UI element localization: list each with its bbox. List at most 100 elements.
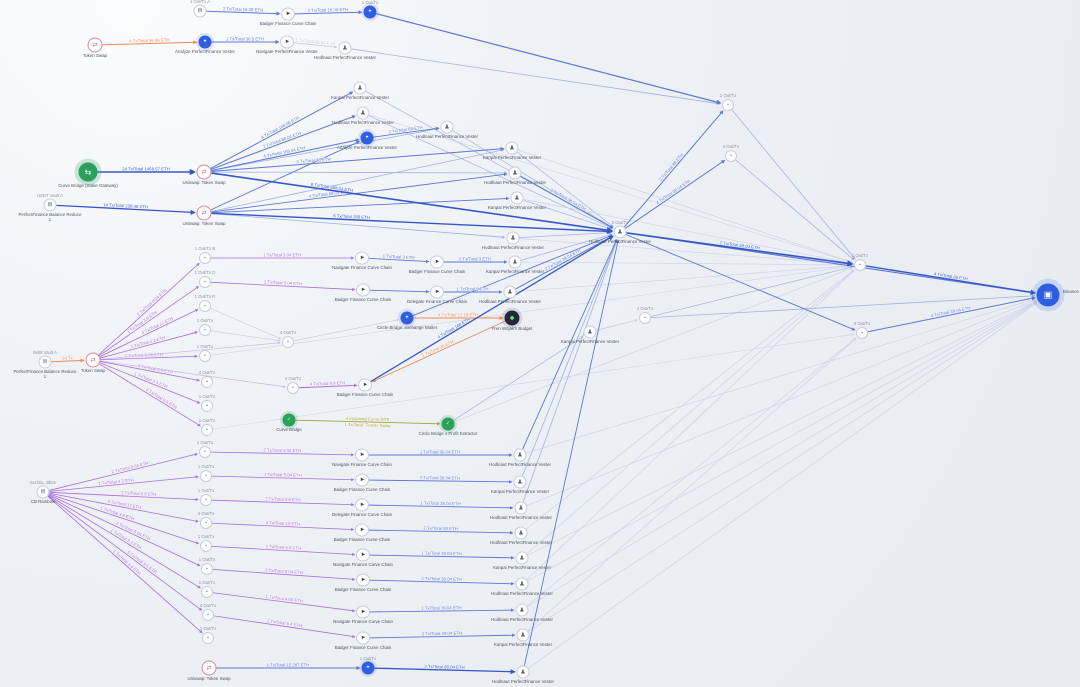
plain-node-icon: ▪ — [199, 324, 211, 336]
node-top-label: 4 Out/Tx — [198, 370, 216, 375]
node-top-label: 1 Out/Tx D — [194, 270, 216, 275]
node-label: Hodlnaut PerfectFinance Vester — [479, 299, 541, 304]
node-top-label: 1 Out/Tx — [361, 0, 379, 5]
node-label: Uniswap: Token Swap — [187, 676, 231, 681]
node-top-label: 1 Out/Tx — [359, 656, 377, 661]
svg-text:4 Tx/Total 36.66 ETH: 4 Tx/Total 36.66 ETH — [129, 37, 169, 43]
svg-text:1 Tx/Total 36.04 ETH: 1 Tx/Total 36.04 ETH — [421, 605, 461, 611]
person-node-icon: ♟ — [613, 225, 627, 239]
node-label: Kanpai PerfectFinance Vester — [482, 155, 542, 160]
person-node-icon: ♟ — [513, 475, 527, 489]
node-label: Hodlnaut PerfectFinance Vester — [482, 245, 544, 250]
plain-node-icon: ▪ — [199, 300, 211, 312]
plain-node-icon: ▪ — [725, 150, 737, 162]
node-label: Hodlnaut PerfectFinance Vester — [314, 55, 376, 60]
plain-node-icon: ▪ — [201, 563, 213, 575]
node-top-label: 2 Out/Tx — [611, 220, 629, 225]
node-label: Uniswap: Token Swap — [182, 180, 226, 185]
plain-node-icon: ▪ — [199, 350, 211, 362]
svg-text:2 Tx/Total 38.04 ETH: 2 Tx/Total 38.04 ETH — [719, 240, 760, 250]
svg-text:4 Tx/Total 88.04 ETH: 4 Tx/Total 88.04 ETH — [309, 189, 350, 199]
play-node-icon: ▶ — [355, 523, 369, 537]
node-label: Hodlnaut PerfectFinance Vester — [332, 120, 394, 125]
node-top-label: 0x1f3a...8b2e — [29, 480, 57, 485]
swap-node-icon: ⇄ — [85, 352, 101, 368]
node-top-label: 4 Out/Tx — [199, 603, 217, 608]
svg-text:1 Tx/Total 36.5 ETH: 1 Tx/Total 36.5 ETH — [226, 36, 264, 41]
node-label: Badger Finance Curve Chain — [408, 269, 466, 274]
node-top-label: 1 Out/Tx — [196, 344, 214, 349]
play-node-icon: ▶ — [355, 498, 369, 512]
node-label: Kanpai PerfectFinance Vester — [485, 269, 545, 274]
person-node-icon: ♟ — [513, 448, 527, 462]
node-label: Hodlnaut PerfectFinance Vester — [589, 239, 651, 244]
node-top-label: 1 Out/Tx — [198, 580, 216, 585]
svg-text:2 Tx/Total 3 ETH: 2 Tx/Total 3 ETH — [459, 256, 491, 261]
node-label: Kanpai PerfectFinance Vester — [560, 339, 620, 344]
svg-text:1 Tx/Total 5.04 ETH: 1 Tx/Total 5.04 ETH — [264, 472, 302, 478]
svg-text:2 Tx/Total 6.8 ETH: 2 Tx/Total 6.8 ETH — [121, 490, 157, 497]
node-label: Fren Wojak's Budget — [491, 326, 533, 331]
node-label: Kanpai PerfectFinance Vester — [493, 642, 553, 647]
svg-text:2 Tx/Total 5.04 ETH: 2 Tx/Total 5.04 ETH — [264, 279, 302, 286]
node-label: Delegate Finance Curve Chain — [406, 299, 468, 304]
wallet-node-icon: ▤ — [193, 4, 207, 18]
plain-node-icon: ▪ — [854, 259, 866, 271]
node-label: PerfectFinance Balance Reduce 1 — [13, 369, 77, 380]
play-node-icon: ▶ — [356, 573, 370, 587]
play-node-icon: ▶ — [355, 473, 369, 487]
node-label: Badger Finance Curve Chain — [334, 645, 392, 650]
person-node-icon: ♟ — [516, 665, 530, 679]
svg-text:1 Tx/Total 36.04 ETH: 1 Tx/Total 36.04 ETH — [295, 37, 336, 46]
node-label: Hodlnaut PerfectFinance Vester — [416, 134, 478, 139]
svg-text:2 Tx/Total 38.04 ETH: 2 Tx/Total 38.04 ETH — [420, 475, 460, 481]
svg-text:1 Tx/Total 3.04 ETH: 1 Tx/Total 3.04 ETH — [263, 252, 301, 257]
swap-node-icon: ⇄ — [196, 205, 212, 221]
node-top-label: 4 Out/Tx — [636, 306, 654, 311]
svg-text:1 Tx/Total 5 ETH: 1 Tx/Total 5 ETH — [457, 286, 489, 291]
plain-node-icon: ▪ — [639, 312, 651, 324]
svg-text:4 Tx/Total 12 ETH: 4 Tx/Total 12 ETH — [266, 520, 301, 527]
plain-node-icon: ▪ — [202, 609, 214, 621]
svg-text:1 Tx/Total 3 ETH: 1 Tx/Total 3 ETH — [383, 254, 415, 261]
blue-node-icon: ✦ — [363, 5, 377, 19]
node-label: Token Swap — [81, 368, 105, 373]
node-label: CB Rainbow — [30, 499, 56, 504]
person-node-icon: ♟ — [338, 41, 352, 55]
exchange-node-icon: ▣ — [1036, 283, 1060, 307]
play-node-icon: ▶ — [430, 285, 444, 299]
svg-text:4 Tx/Total 88 ETH: 4 Tx/Total 88 ETH — [296, 157, 331, 165]
node-label: Badger Finance Curve Chain — [334, 297, 392, 302]
swap-node-icon: ⇄ — [87, 37, 103, 53]
svg-text:2 Tx/Total 16.38 ETH: 2 Tx/Total 16.38 ETH — [308, 7, 348, 13]
svg-text:1 Tx/Total 15.287 ETH: 1 Tx/Total 15.287 ETH — [267, 662, 310, 667]
node-top-label: 1 Out/Tx — [851, 253, 869, 258]
svg-text:2 Tx/Total 6.08 ETH: 2 Tx/Total 6.08 ETH — [125, 352, 163, 358]
swap-node-icon: ⇄ — [196, 164, 212, 180]
svg-text:2 Tx/Total 16.38 ETH: 2 Tx/Total 16.38 ETH — [223, 6, 263, 12]
svg-text:1 Tx/Total 36.04 ETH: 1 Tx/Total 36.04 ETH — [420, 501, 460, 507]
node-label: Kanpai PerfectFinance Vester — [330, 95, 390, 100]
plain-node-icon: ▪ — [200, 494, 212, 506]
wallet-node-icon: ▤ — [38, 355, 52, 369]
node-top-label: 0x88 Vault A — [33, 350, 57, 355]
person-node-icon: ♟ — [515, 551, 529, 565]
svg-text:1 Tx/Total 4.2 ETH: 1 Tx/Total 4.2 ETH — [98, 477, 134, 485]
person-node-icon: ♟ — [515, 603, 529, 617]
plain-node-icon: ▪ — [199, 276, 211, 288]
play-node-icon: ▶ — [356, 283, 370, 297]
person-node-icon: ♟ — [356, 106, 370, 120]
node-label: Navigate Finance Curve Chain — [333, 562, 393, 567]
svg-text:1 Tx/Total 6.8 ETH: 1 Tx/Total 6.8 ETH — [266, 544, 302, 551]
svg-text:1 Tx/Total 4.04 ETH: 1 Tx/Total 4.04 ETH — [265, 594, 303, 604]
svg-text:8 Tx/Total 368.04 ETH: 8 Tx/Total 368.04 ETH — [310, 182, 353, 193]
svg-text:2 Tx/Total 88.04 ETH: 2 Tx/Total 88.04 ETH — [424, 664, 464, 670]
svg-text:4 Tx/Total 12.18 ETH: 4 Tx/Total 12.18 ETH — [438, 312, 478, 317]
node-label: Curve Bridge — [276, 427, 302, 432]
plain-node-icon: ▪ — [200, 517, 212, 529]
node-label: Hodlnaut PerfectFinance Vester — [484, 180, 546, 185]
node-top-label: 4 Out/Tx — [279, 330, 297, 335]
svg-text:2 Tx/Total 38.04 ETH: 2 Tx/Total 38.04 ETH — [422, 631, 462, 637]
